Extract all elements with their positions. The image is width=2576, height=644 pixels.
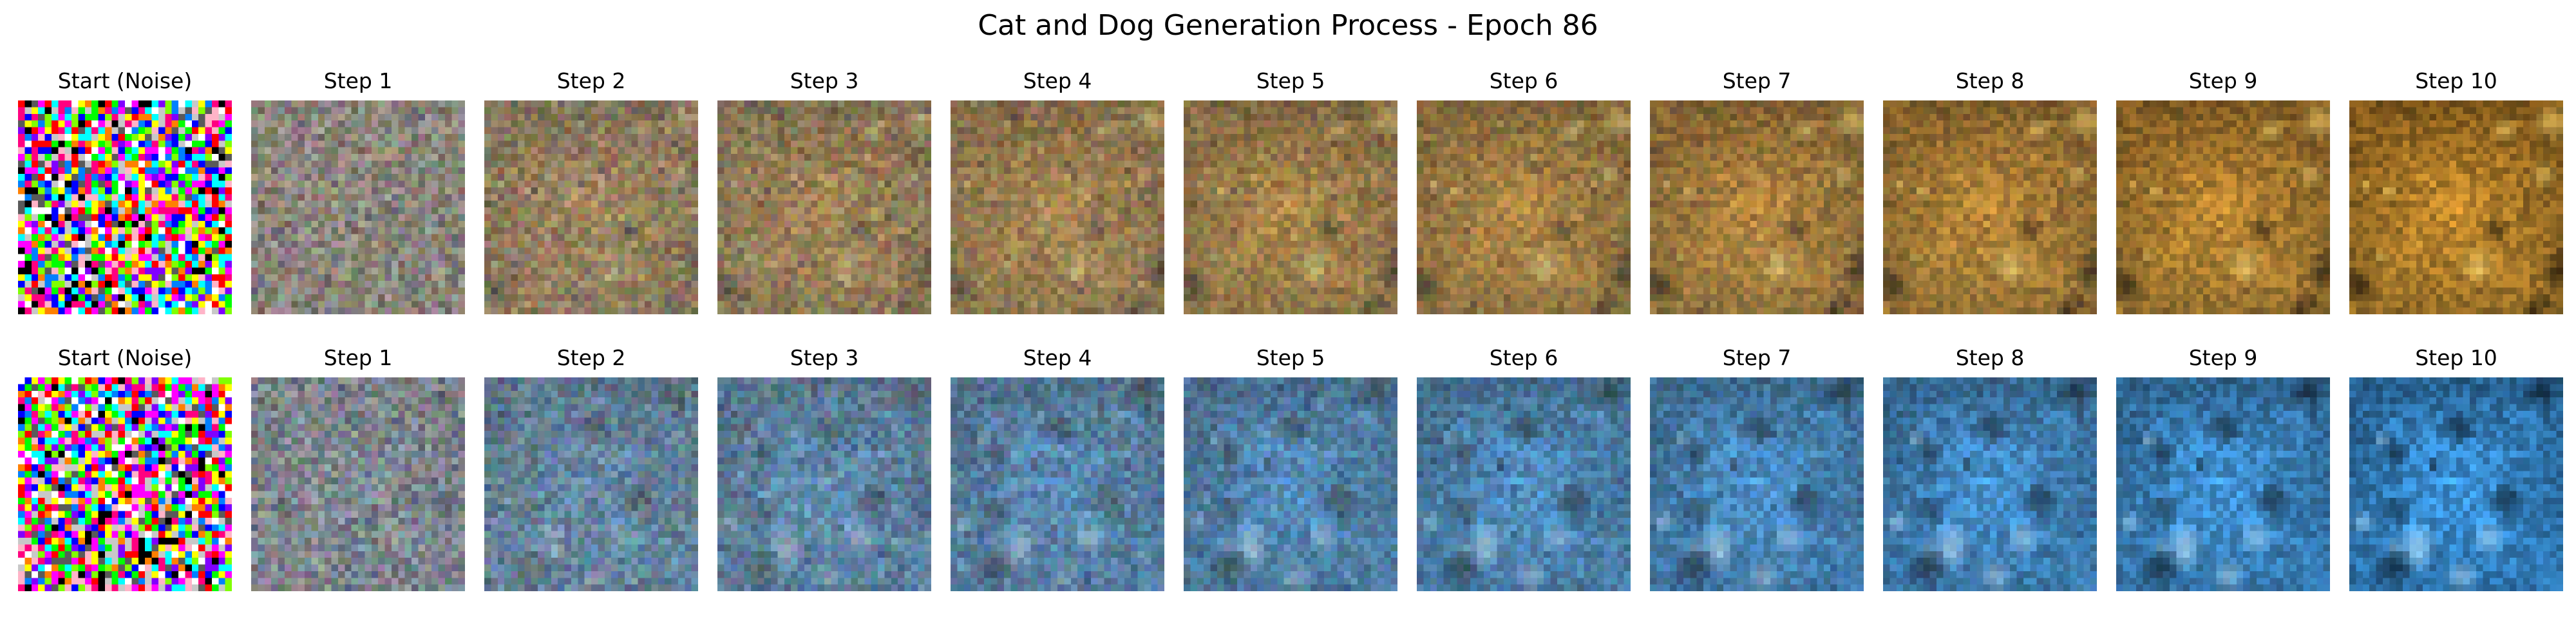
generation-cell: Step 7 [1650, 341, 1864, 591]
step-label: Step 4 [1023, 68, 1092, 93]
generated-image [1883, 377, 2097, 591]
generation-cell: Step 4 [951, 64, 1164, 314]
generation-cell: Step 2 [484, 341, 698, 591]
step-label: Step 2 [556, 345, 626, 370]
step-label: Step 9 [2188, 345, 2258, 370]
generation-cell: Start (Noise) [18, 64, 232, 314]
generation-cell: Step 8 [1883, 64, 2097, 314]
noise-image [18, 100, 232, 314]
generated-image [2349, 100, 2563, 314]
generation-cell: Step 8 [1883, 341, 2097, 591]
step-label: Step 2 [556, 68, 626, 93]
step-label: Step 6 [1489, 345, 1558, 370]
step-label: Step 7 [1722, 68, 1792, 93]
step-label: Step 4 [1023, 345, 1092, 370]
step-label: Start (Noise) [57, 68, 193, 93]
generated-image [2116, 100, 2330, 314]
generated-image [717, 100, 931, 314]
generated-image [2349, 377, 2563, 591]
generated-image [1417, 100, 1631, 314]
generated-image [251, 377, 465, 591]
step-label: Step 1 [323, 68, 393, 93]
generation-cell: Step 5 [1184, 341, 1397, 591]
generation-cell: Step 9 [2116, 341, 2330, 591]
generated-image [1650, 100, 1864, 314]
noise-image [18, 377, 232, 591]
step-label: Start (Noise) [57, 345, 193, 370]
step-label: Step 3 [790, 345, 859, 370]
generation-cell: Step 6 [1417, 341, 1631, 591]
step-label: Step 3 [790, 68, 859, 93]
generated-image [484, 377, 698, 591]
generated-image [2116, 377, 2330, 591]
generation-cell: Step 9 [2116, 64, 2330, 314]
step-label: Step 8 [1955, 345, 2025, 370]
generation-cell: Start (Noise) [18, 341, 232, 591]
generated-image [1883, 100, 2097, 314]
generated-image [251, 100, 465, 314]
generation-cell: Step 4 [951, 341, 1164, 591]
generation-cell: Step 3 [717, 341, 931, 591]
generation-cell: Step 5 [1184, 64, 1397, 314]
step-label: Step 7 [1722, 345, 1792, 370]
generation-cell: Step 7 [1650, 64, 1864, 314]
generation-cell: Step 2 [484, 64, 698, 314]
generation-row-2: Start (Noise) Step 1 Step 2 Step 3 Step 4 Ste… [0, 341, 2576, 591]
generated-image [1184, 377, 1397, 591]
generation-cell: Step 6 [1417, 64, 1631, 314]
generated-image [484, 100, 698, 314]
generation-cell: Step 1 [251, 64, 465, 314]
step-label: Step 5 [1256, 345, 1325, 370]
step-label: Step 1 [323, 345, 393, 370]
generation-cell: Step 10 [2349, 64, 2563, 314]
step-label: Step 9 [2188, 68, 2258, 93]
generation-cell: Step 1 [251, 341, 465, 591]
generated-image [951, 377, 1164, 591]
generation-cell: Step 10 [2349, 341, 2563, 591]
generation-row-1: Start (Noise) Step 1 Step 2 Step 3 Step 4 Ste… [0, 64, 2576, 314]
generated-image [951, 100, 1164, 314]
step-label: Step 10 [2415, 345, 2497, 370]
figure-title: Cat and Dog Generation Process - Epoch 8… [978, 9, 1598, 42]
step-label: Step 5 [1256, 68, 1325, 93]
generated-image [1184, 100, 1397, 314]
generated-image [1417, 377, 1631, 591]
step-label: Step 10 [2415, 68, 2497, 93]
generated-image [717, 377, 931, 591]
generated-image [1650, 377, 1864, 591]
step-label: Step 8 [1955, 68, 2025, 93]
step-label: Step 6 [1489, 68, 1558, 93]
generation-cell: Step 3 [717, 64, 931, 314]
